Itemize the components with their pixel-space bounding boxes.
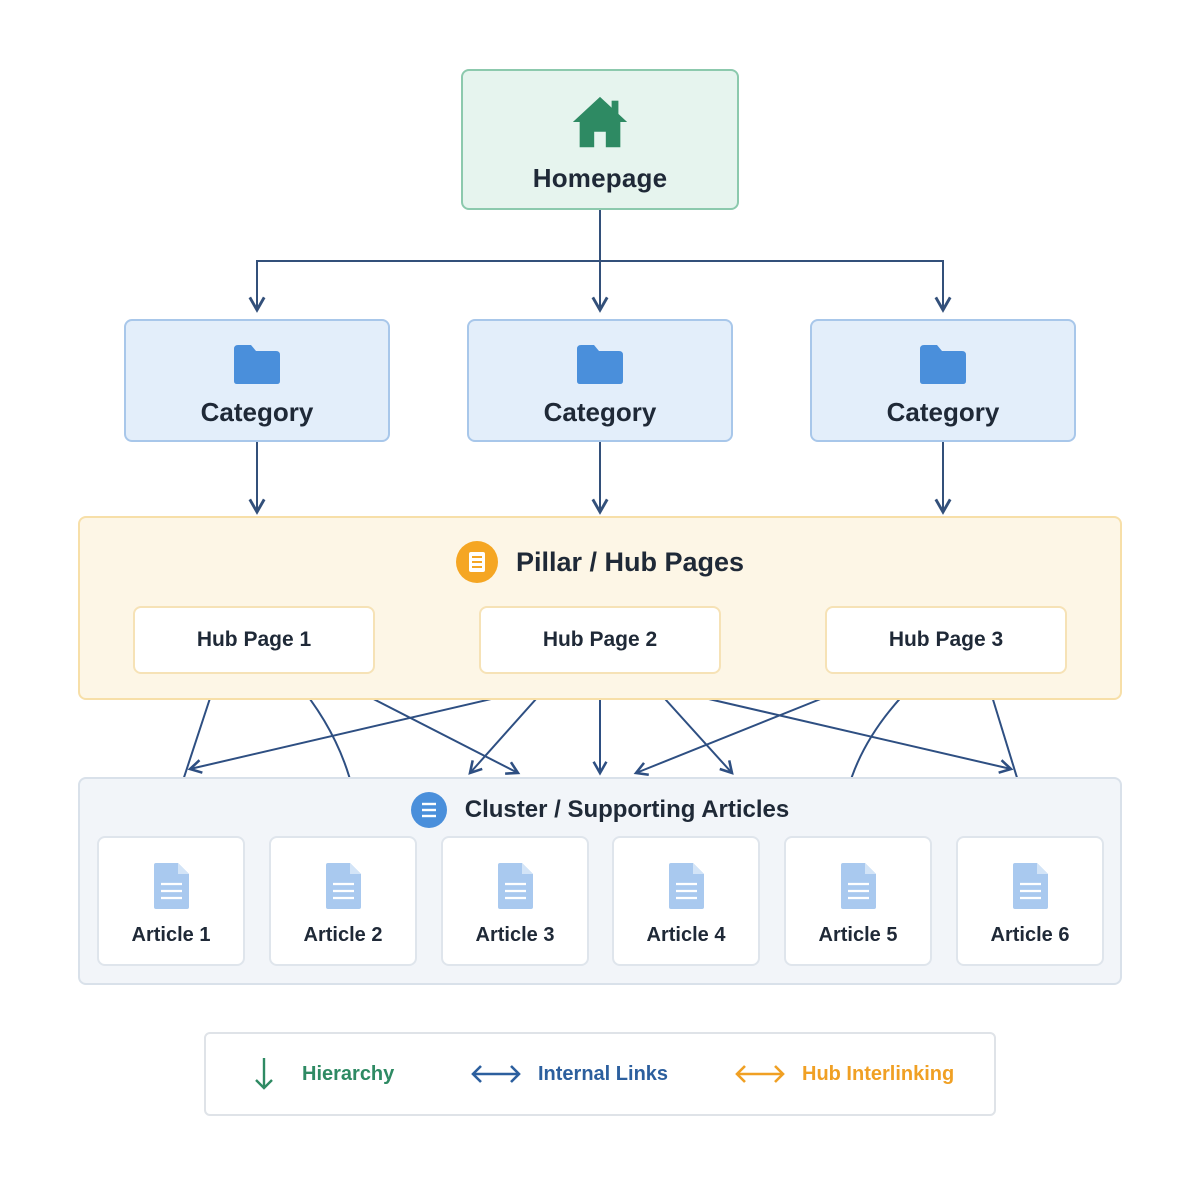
article-card-2[interactable]: Article 2 <box>269 836 417 966</box>
article-card-3[interactable]: Article 3 <box>441 836 589 966</box>
document-icon <box>326 863 361 909</box>
article-label: Article 3 <box>475 924 555 946</box>
category-node-3[interactable]: Category <box>810 319 1076 442</box>
legend-hub-interlinking: Hub Interlinking <box>734 1052 954 1096</box>
document-list-icon <box>410 792 447 828</box>
legend-hierarchy-label: Hierarchy <box>302 1062 395 1085</box>
legend-hub-interlinking-label: Hub Interlinking <box>802 1062 955 1085</box>
article-card-1[interactable]: Article 1 <box>97 836 245 966</box>
document-icon <box>841 863 876 909</box>
double-arrow-icon <box>471 1065 521 1083</box>
legend-hierarchy: Hierarchy <box>252 1052 394 1096</box>
article-label: Article 2 <box>303 924 383 946</box>
category-node-1[interactable]: Category <box>124 319 390 442</box>
legend-internal-links: Internal Links <box>470 1052 668 1096</box>
cluster-title-label: Cluster / Supporting Articles <box>464 796 790 823</box>
hub-page-3[interactable]: Hub Page 3 <box>825 606 1067 674</box>
category-node-2[interactable]: Category <box>467 319 733 442</box>
article-label: Article 5 <box>818 924 898 946</box>
article-label: Article 6 <box>990 924 1070 946</box>
legend-internal-links-label: Internal Links <box>538 1062 669 1085</box>
article-label: Article 1 <box>131 924 211 946</box>
document-icon <box>1013 863 1048 909</box>
document-icon <box>669 863 704 909</box>
document-icon <box>154 863 189 909</box>
folder-icon <box>577 345 623 384</box>
article-card-6[interactable]: Article 6 <box>956 836 1104 966</box>
article-card-5[interactable]: Article 5 <box>784 836 932 966</box>
hub-page-2[interactable]: Hub Page 2 <box>479 606 721 674</box>
document-icon <box>498 863 533 909</box>
hub-page-1[interactable]: Hub Page 1 <box>133 606 375 674</box>
arrow-down-icon <box>255 1058 273 1090</box>
homepage-node[interactable]: Homepage <box>461 69 739 210</box>
house-icon <box>572 96 628 148</box>
folder-icon <box>234 345 280 384</box>
article-card-4[interactable]: Article 4 <box>612 836 760 966</box>
category-label: Category <box>543 397 657 427</box>
category-label: Category <box>886 397 1000 427</box>
category-label: Category <box>200 397 314 427</box>
homepage-label: Homepage <box>532 163 668 193</box>
document-list-icon <box>455 541 498 583</box>
legend <box>204 1032 996 1116</box>
double-arrow-icon <box>735 1065 785 1083</box>
folder-icon <box>920 345 966 384</box>
cluster-title: Cluster / Supporting Articles <box>0 788 1200 832</box>
article-label: Article 4 <box>646 924 726 946</box>
cluster-articles-container <box>78 777 1122 985</box>
pillar-title-label: Pillar / Hub Pages <box>515 546 745 577</box>
pillar-title: Pillar / Hub Pages <box>0 540 1200 584</box>
